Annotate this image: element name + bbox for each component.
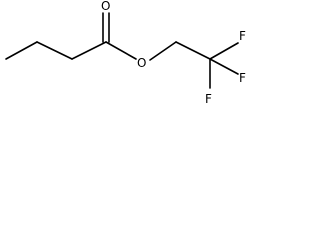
- bond-c4-o: [105, 41, 137, 60]
- fluorine-lower-label: F: [239, 71, 246, 85]
- ester-oxygen-label: O: [137, 56, 146, 70]
- bond-o-ch2: [149, 41, 177, 61]
- bond-ch2-cf3: [175, 41, 211, 60]
- bond-c2-c3: [36, 41, 73, 60]
- bond-c-f-right: [209, 42, 239, 60]
- fluorine-right-label: F: [239, 29, 246, 43]
- butyrate-ester-structure: O O F F F: [5, 0, 246, 106]
- bond-c-f-lower: [209, 58, 239, 75]
- bond-c1-c2: [5, 41, 38, 60]
- fluorine-bottom-label: F: [205, 92, 212, 106]
- bond-c3-c4: [71, 41, 107, 60]
- carbonyl-oxygen-label: O: [101, 0, 110, 13]
- structure-canvas: O O F F F: [0, 0, 253, 117]
